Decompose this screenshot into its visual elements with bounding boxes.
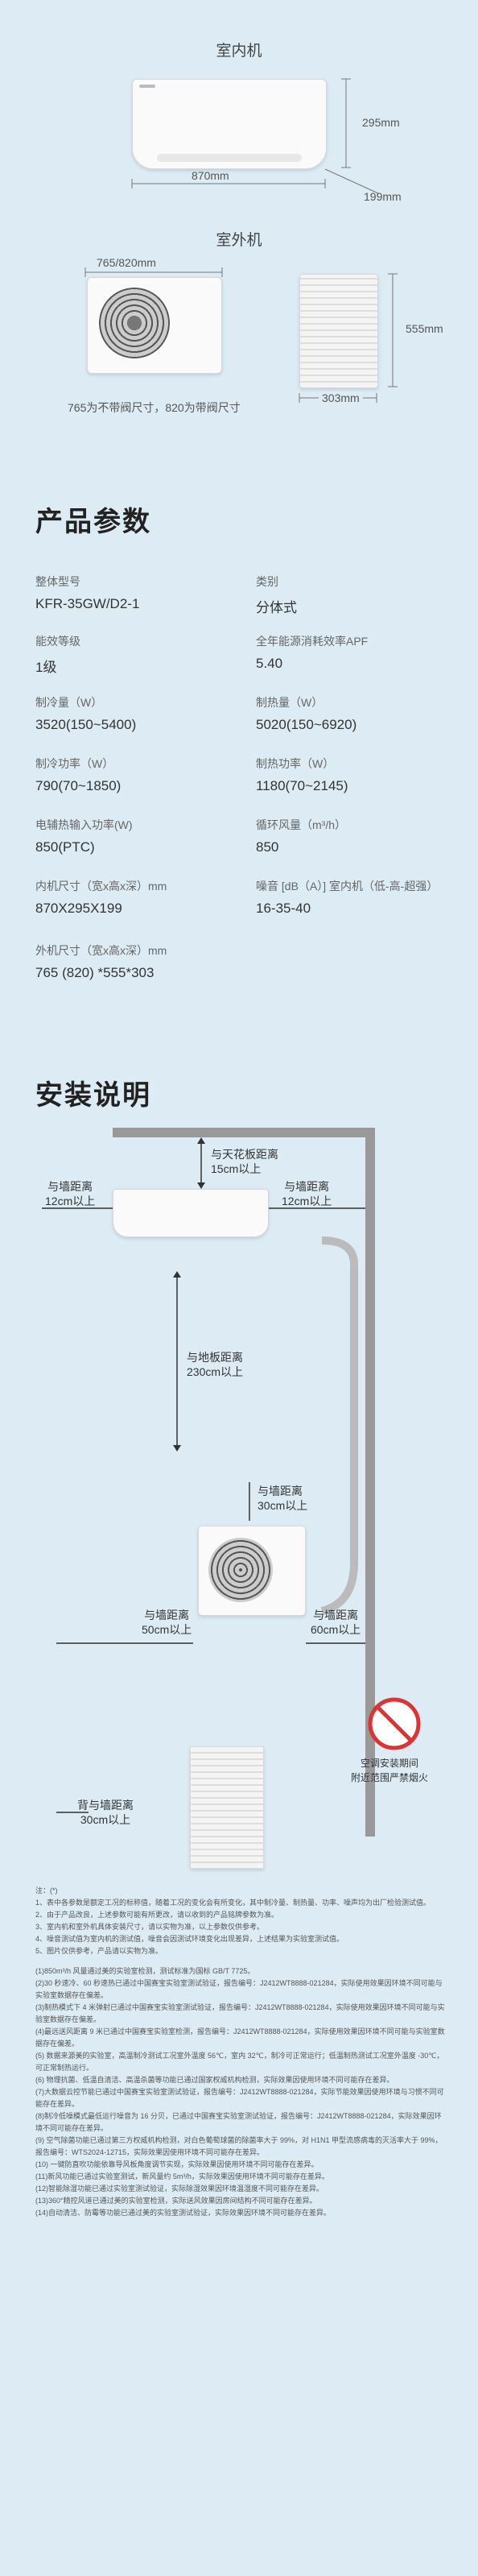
indoor-depth-label: 199mm xyxy=(364,190,402,203)
param-label: 制热量（W） xyxy=(256,696,323,709)
indoor-right-clearance-label: 与墙距离 12cm以上 xyxy=(282,1180,332,1207)
param-outdoor-size: 外机尺寸（宽x高x深）mm 765 (820) *555*303 xyxy=(35,942,237,981)
indoor-unit-image xyxy=(132,79,327,169)
param-label: 制冷功率（W） xyxy=(35,757,114,770)
install-outdoor-side-unit xyxy=(190,1746,264,1869)
note-line: 3、室内机和室外机具体安装尺寸，请以实物为准，以上参数仅供参考。 xyxy=(35,1923,265,1931)
install-outdoor-unit xyxy=(198,1526,306,1616)
install-indoor-unit xyxy=(113,1189,269,1237)
note-line: (14)自动清洁、防霉等功能已通过美的实验室测试验证，实际效果因环境不同可能存在… xyxy=(35,2209,332,2217)
param-label: 制冷量（W） xyxy=(35,696,103,709)
outdoor-fan-hub xyxy=(127,316,142,330)
param-value: 1级 xyxy=(35,660,57,675)
indoor-title: 室内机 xyxy=(216,43,262,60)
param-label: 外机尺寸（宽x高x深）mm xyxy=(35,944,167,957)
param-model: 整体型号 KFR-35GW/D2-1 xyxy=(35,574,237,612)
indoor-width-label: 870mm xyxy=(192,169,229,182)
fire-warning-label: 空调安装期间 附近范围严禁烟火 xyxy=(351,1758,429,1783)
note-line: (7)大数据云控节能已通过中国赛宝实验室测试验证，报告编号：J2412WT888… xyxy=(35,2088,444,2108)
param-value: 765 (820) *555*303 xyxy=(35,965,155,980)
indoor-left-clearance-label: 与墙距离 12cm以上 xyxy=(45,1180,96,1207)
note-line: (1)850m³/h 风量通过美的实验室检测，测试标准为国标 GB/T 7725… xyxy=(35,1967,255,1975)
outdoor-unit-front-image xyxy=(87,277,222,374)
param-value: 1180(70~2145) xyxy=(256,778,348,793)
param-category: 类别分体式 xyxy=(256,574,457,616)
note-line: 5、图片仅供参考，产品请以实物为准。 xyxy=(35,1947,163,1955)
param-value: 分体式 xyxy=(256,600,297,615)
param-value: 870X295X199 xyxy=(35,901,122,916)
note-line: (9) 空气除菌功能已通过第三方权威机构检测，对白色葡萄球菌的除菌率大于 99%… xyxy=(35,2136,443,2156)
param-label: 制热功率（W） xyxy=(256,757,335,770)
outdoor-width-label: 765/820mm xyxy=(97,256,156,269)
param-value: 850(PTC) xyxy=(35,839,95,855)
indoor-unit-vent xyxy=(157,154,302,162)
param-value: 5.40 xyxy=(256,656,283,671)
floor-clearance-label: 与地板距离 230cm以上 xyxy=(187,1351,244,1378)
note-line: (10) 一键防直吹功能依靠导风板角度调节实现，实际效果因使用环境不同可能存在差… xyxy=(35,2160,319,2168)
indoor-unit-logo xyxy=(139,85,155,88)
param-noise: 噪音 [dB（A）] 室内机（低-高-超强） 16-35-40 xyxy=(256,878,465,917)
param-label: 类别 xyxy=(256,575,278,588)
param-value: KFR-35GW/D2-1 xyxy=(35,596,140,611)
install-diagram xyxy=(42,1128,421,1837)
outdoor-top-clearance-label: 与墙距离 30cm以上 xyxy=(258,1485,308,1512)
note-line: 注：(*) xyxy=(35,1886,58,1895)
param-cooling-power: 制冷功率（W） 790(70~1850) xyxy=(35,756,237,794)
install-section-title: 安装说明 xyxy=(35,1080,151,1111)
param-apf: 全年能源消耗效率APF 5.40 xyxy=(256,633,457,672)
param-label: 循环风量（m³/h） xyxy=(256,818,346,831)
param-value: 5020(150~6920) xyxy=(256,717,357,732)
indoor-height-label: 295mm xyxy=(362,116,400,129)
note-line: (3)制热模式下 4 米弹射已通过中国赛宝实验室测试验证，报告编号：J2412W… xyxy=(35,2003,445,2023)
outdoor-left-clearance-label: 与墙距离 50cm以上 xyxy=(142,1609,192,1636)
param-label: 内机尺寸（宽x高x深）mm xyxy=(35,880,167,892)
params-section-title: 产品参数 xyxy=(35,507,151,537)
param-energy-grade: 能效等级 1级 xyxy=(35,633,237,676)
note-line: (13)360°精控风道已通过美的实验室检测，实际送风效果因房间结构不同可能存在… xyxy=(35,2197,317,2205)
ceiling-clearance-label: 与天花板距离 15cm以上 xyxy=(211,1148,278,1175)
indoor-dimension-lines xyxy=(131,78,379,194)
param-aux-heat-power: 电辅热输入功率(W) 850(PTC) xyxy=(35,817,237,855)
note-line: (2)30 秒速冷、60 秒速热已通过中国赛宝实验室测试验证，报告编号：J241… xyxy=(35,1979,443,1999)
note-line: (8)制冷低噪模式最低运行噪音为 16 分贝，已通过中国赛宝实验室测试验证，报告… xyxy=(35,2112,442,2132)
param-airflow: 循环风量（m³/h） 850 xyxy=(256,817,457,855)
note-line: 2、由于产品改良，上述参数可能有所更改，请以收到的产品铭牌参数为准。 xyxy=(35,1911,279,1919)
outdoor-title: 室外机 xyxy=(216,232,262,249)
outdoor-depth-label: 303mm xyxy=(319,391,363,404)
outdoor-unit-side-image xyxy=(299,274,378,388)
param-value: 850 xyxy=(256,839,279,855)
note-line: (5) 数据来源美的实验室，高温制冷测试工况室外温度 56℃，室内 32℃，制冷… xyxy=(35,2052,444,2072)
param-heating-capacity: 制热量（W） 5020(150~6920) xyxy=(256,694,457,733)
param-label: 电辅热输入功率(W) xyxy=(35,818,133,831)
outdoor-right-clearance-label: 与墙距离 60cm以上 xyxy=(311,1609,361,1636)
param-value: 16-35-40 xyxy=(256,901,311,916)
param-value: 3520(150~5400) xyxy=(35,717,137,732)
footnotes: 注：(*) 1、表中各参数是额定工况的标称值，随着工况的变化会有所变化，其中制冷… xyxy=(35,1885,446,2219)
outdoor-dimension-lines xyxy=(84,267,398,403)
param-indoor-size: 内机尺寸（宽x高x深）mm 870X295X199 xyxy=(35,878,237,917)
param-label: 能效等级 xyxy=(35,635,80,648)
param-label: 全年能源消耗效率APF xyxy=(256,635,369,648)
outdoor-height-label: 555mm xyxy=(406,322,443,335)
note-line: (12)智能除湿功能已通过实验室测试验证，实际除湿效果因环境温湿度不同可能存在差… xyxy=(35,2185,324,2193)
install-outdoor-fan-icon xyxy=(208,1538,273,1602)
note-line: 4、噪音测试值为室内机的测试值，噪音会因测试环境变化出现差异，上述结果为实验室测… xyxy=(35,1935,344,1943)
param-heating-power: 制热功率（W） 1180(70~2145) xyxy=(256,756,457,794)
note-line: (11)新风功能已通过实验室测试，新风量约 5m³/h，实际效果因使用环境不同可… xyxy=(35,2172,329,2180)
note-line: (4)最远送风距离 9 米已通过中国赛宝实验室检测，报告编号：J2412WT88… xyxy=(35,2027,445,2048)
note-line: (6) 物理抗菌、低温自清洁、高温杀菌等功能已通过国家权威机构检测，实际效果因使… xyxy=(35,2076,394,2084)
param-cooling-capacity: 制冷量（W） 3520(150~5400) xyxy=(35,694,237,733)
param-label: 噪音 [dB（A）] 室内机（低-高-超强） xyxy=(256,880,439,892)
param-label: 整体型号 xyxy=(35,575,80,588)
outdoor-width-note: 765为不带阀尺寸，820为带阀尺寸 xyxy=(68,401,241,414)
note-line: 1、表中各参数是额定工况的标称值，随着工况的变化会有所变化，其中制冷量、制热量、… xyxy=(35,1899,431,1907)
param-value: 790(70~1850) xyxy=(35,778,122,793)
back-wall-clearance-label: 背与墙距离 30cm以上 xyxy=(77,1799,134,1826)
